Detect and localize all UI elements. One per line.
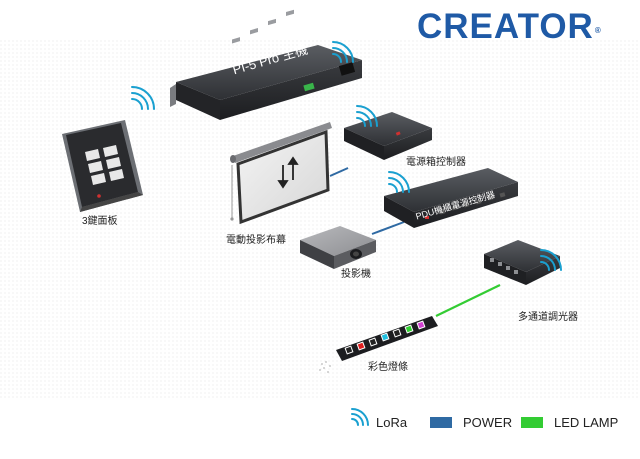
- power-box-status-light: [395, 131, 401, 136]
- power-swatch: [430, 417, 452, 428]
- screen-up-down-icon: [277, 156, 299, 189]
- panel-lora-icon: [131, 86, 155, 110]
- led-strip-end-dots: [319, 361, 331, 373]
- led-strip[interactable]: [319, 316, 438, 373]
- panel-label: 3鍵面板: [82, 216, 118, 227]
- led-swatch: [521, 417, 543, 428]
- dimmer-terminals: [490, 258, 518, 274]
- power-box-lora-icon: [356, 105, 378, 127]
- projection-screen[interactable]: [230, 122, 332, 225]
- host-rack-unit[interactable]: [170, 9, 362, 120]
- led-line: [435, 284, 501, 317]
- led-strip-label: 彩色燈條: [368, 362, 408, 373]
- host-lora-icon: [332, 41, 354, 63]
- legend-lora-text: LoRa: [376, 415, 408, 430]
- wifi-signal-icon: [351, 408, 369, 426]
- pdu-outlets: [439, 192, 506, 215]
- legend-power-text: POWER: [463, 415, 513, 430]
- host-green-terminal: [303, 82, 315, 92]
- creator-logo: CREATOR®: [417, 8, 602, 46]
- pdu-controller[interactable]: [384, 168, 518, 228]
- dimmer-label: 多通道調光器: [518, 312, 578, 323]
- dimmer-lora-icon: [540, 249, 562, 271]
- projector[interactable]: [300, 226, 376, 269]
- registered-mark: ®: [594, 26, 602, 35]
- power-box-controller[interactable]: [344, 112, 432, 160]
- three-key-panel[interactable]: [62, 120, 143, 212]
- power-box-label: 電源箱控制器: [406, 157, 466, 168]
- background-texture: [0, 40, 640, 400]
- projector-label: 投影機: [341, 269, 371, 280]
- pdu-lora-icon: [388, 171, 410, 193]
- legend: [351, 408, 543, 428]
- power-line-screen: [329, 167, 349, 177]
- legend-led-text: LED LAMP: [554, 415, 619, 430]
- pdu-status-light: [425, 216, 429, 219]
- panel-buttons[interactable]: [85, 145, 124, 185]
- host-front-ports: [232, 9, 294, 44]
- screen-label: 電動投影布幕: [226, 235, 286, 246]
- led-strip-chips: [344, 320, 426, 355]
- logo-text: CREATOR: [417, 7, 594, 46]
- connection-lines: [329, 167, 501, 317]
- host-power-socket: [338, 62, 356, 76]
- power-line-projector: [371, 221, 405, 235]
- multichannel-dimmer[interactable]: [484, 240, 560, 285]
- panel-logo-dot: [97, 194, 101, 198]
